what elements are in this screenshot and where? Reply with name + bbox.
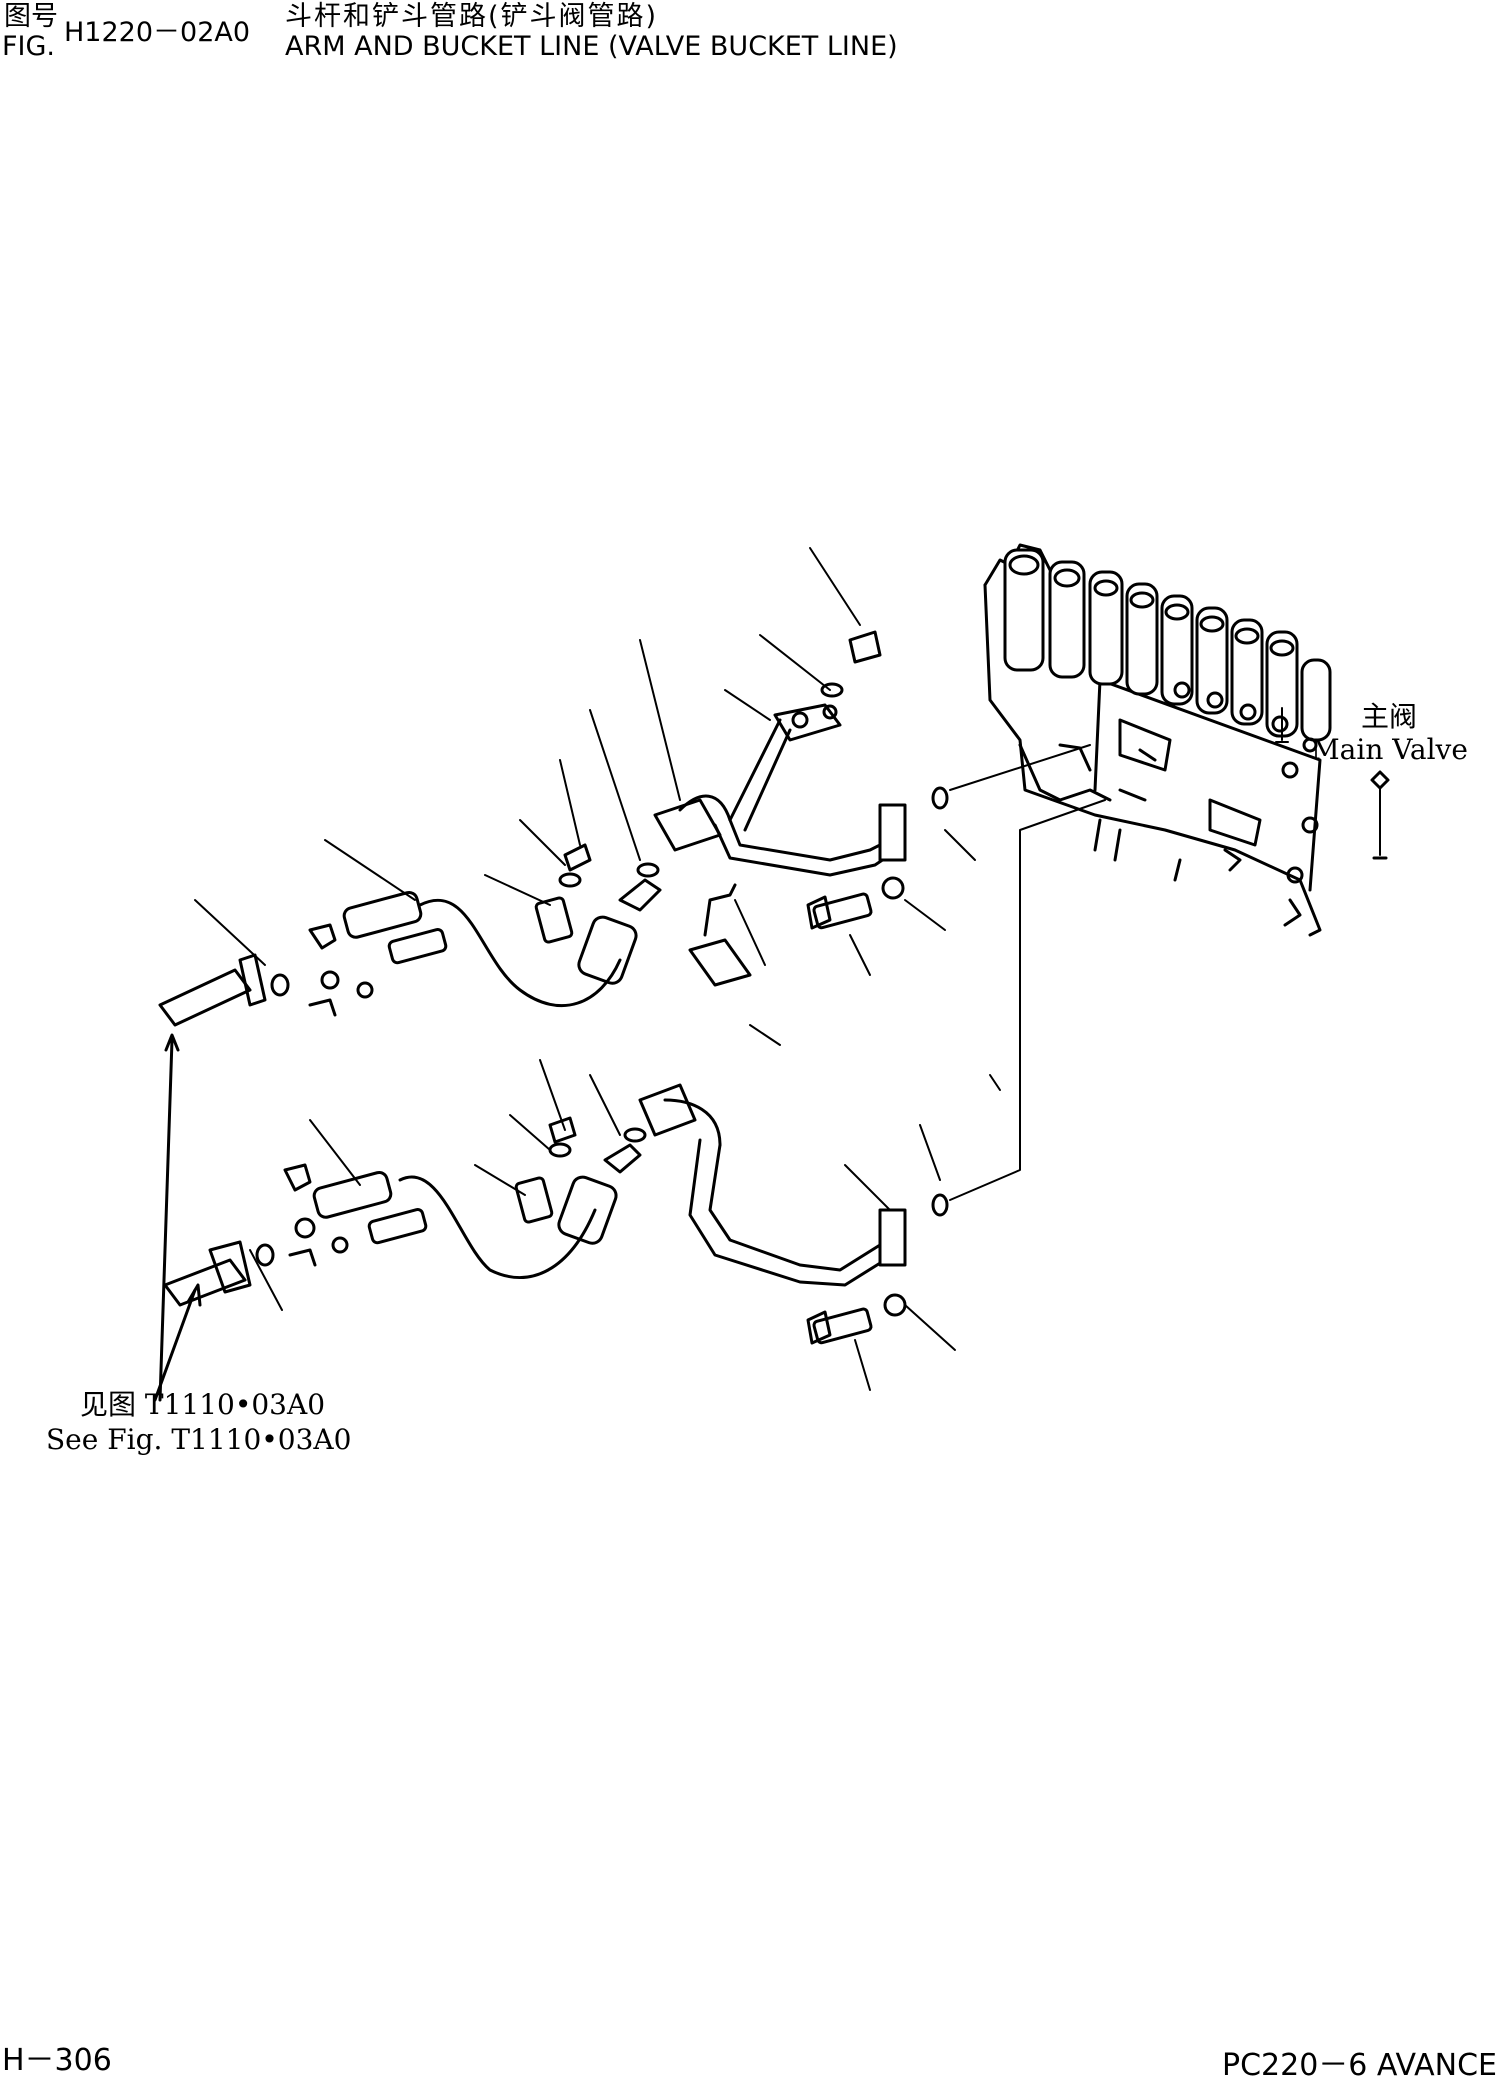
fig-number: H1220－02A0	[64, 17, 251, 48]
model-name: PC220－6 AVANCE	[1222, 2048, 1497, 2083]
main-valve-drawing	[983, 543, 1390, 937]
fig-label-cn: 图号	[4, 1, 58, 32]
fig-label-en: FIG.	[2, 31, 55, 62]
see-fig-label-en: See Fig. T1110•03A0	[46, 1423, 352, 1456]
callout-leaders	[153, 547, 1001, 1402]
main-valve-label-en: Main Valve	[1311, 733, 1468, 766]
page-number: H－306	[2, 2043, 112, 2078]
title-cn: 斗杆和铲斗管路(铲斗阀管路)	[285, 1, 659, 32]
see-fig-label-cn: 见图 T1110•03A0	[80, 1388, 326, 1421]
title-en: ARM AND BUCKET LINE (VALVE BUCKET LINE)	[285, 31, 898, 62]
main-valve-label-cn: 主阀	[1361, 700, 1418, 733]
lower-line-drawing	[163, 799, 1106, 1345]
upper-line-drawing	[158, 630, 1091, 1027]
